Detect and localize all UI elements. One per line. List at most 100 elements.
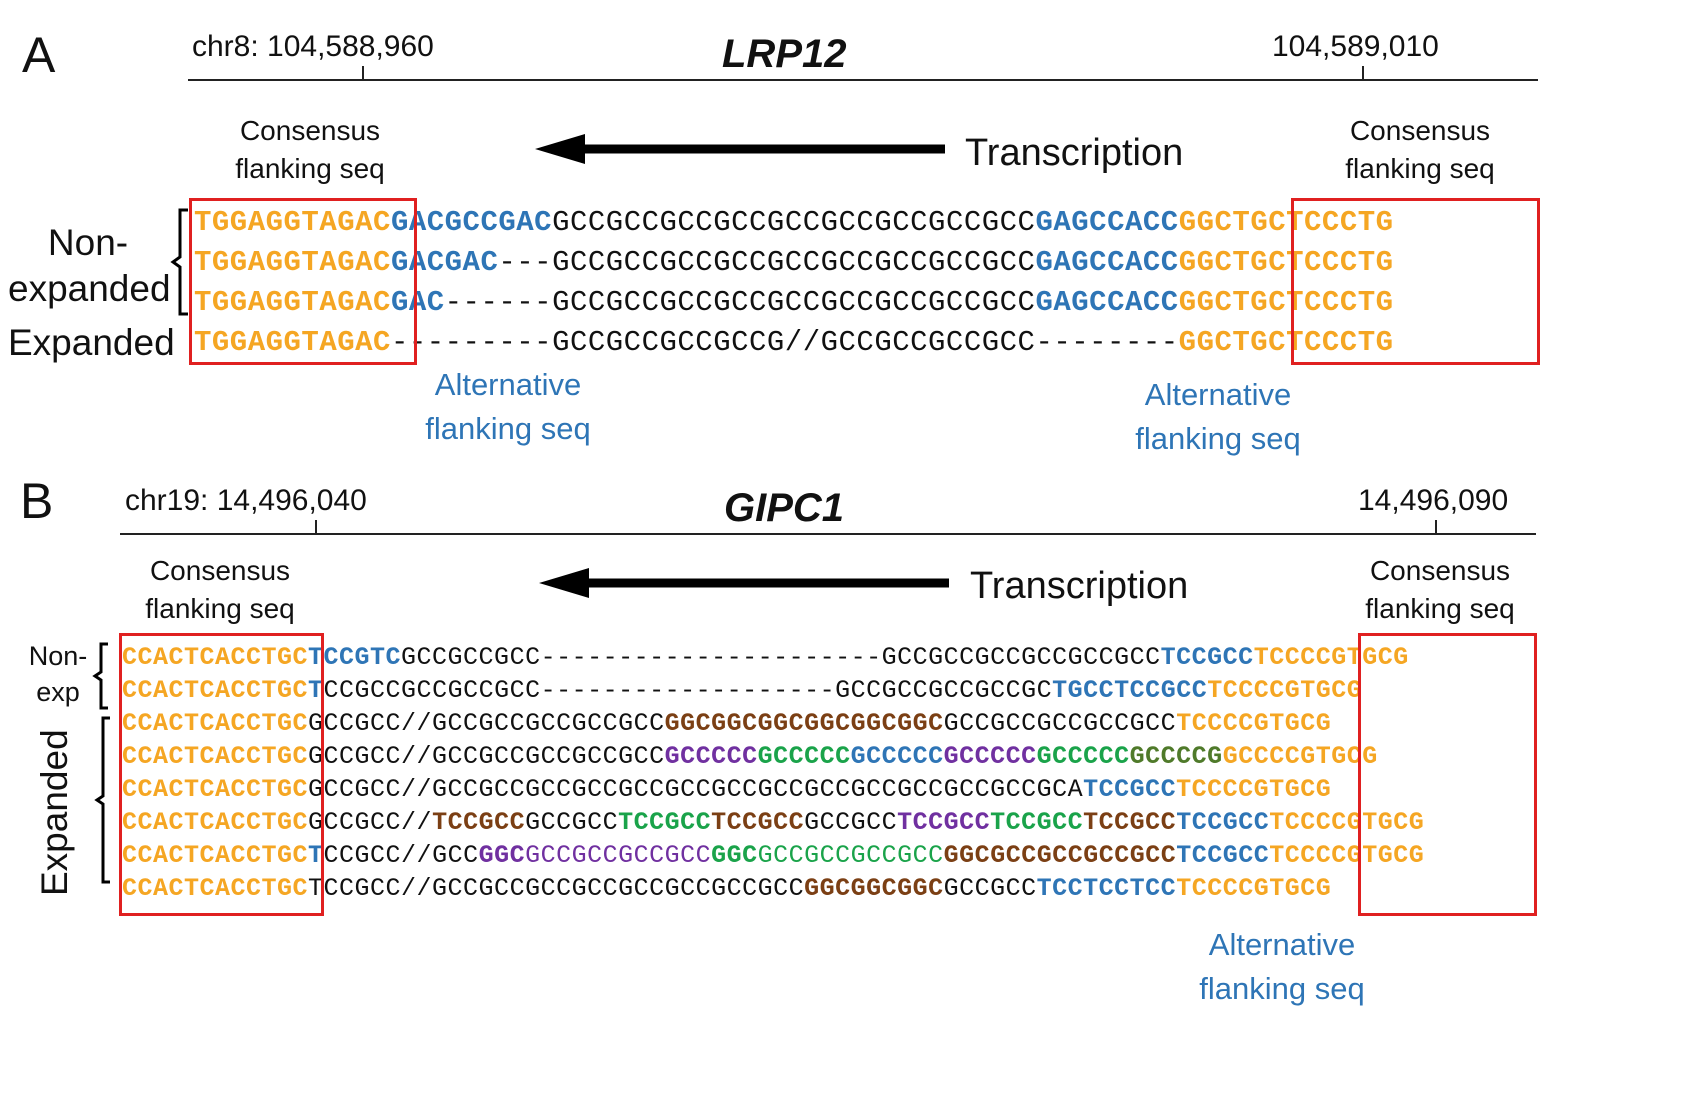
seq-segment: GCCGCC//GCCGCCGCCGCCGCC bbox=[308, 742, 665, 771]
panel-a-gene-title: LRP12 bbox=[722, 32, 847, 76]
panel-b-letter: B bbox=[20, 473, 54, 529]
seq-segment: GACGCCGAC bbox=[390, 206, 553, 239]
panel-b-expanded-label: Expanded bbox=[34, 729, 75, 896]
seq-segment: TCCCCGTGCG bbox=[1269, 841, 1425, 870]
panel-b-transcription-label: Transcription bbox=[970, 565, 1189, 607]
seq-segment: TCCCCGTGCG bbox=[1176, 874, 1332, 903]
seq-segment: GCCGCC bbox=[943, 874, 1037, 903]
seq-segment: CCACTCACCTGC bbox=[122, 841, 309, 870]
seq-segment: TCCCCGTGCG bbox=[1207, 676, 1363, 705]
seq-segment: TCCGCC bbox=[432, 808, 526, 837]
seq-segment: ---GCCGCCGCCGCCGCCGCCGCCGCCGCC bbox=[498, 246, 1036, 279]
panel-a-consensus-box-right bbox=[1291, 198, 1540, 365]
panel-b-seq-row-4: CCACTCACCTGCGCCGCC//GCCGCCGCCGCCGCCGCCCC… bbox=[122, 742, 1378, 771]
seq-segment: GGCTGCTCCCTG bbox=[1178, 326, 1394, 359]
seq-segment: GAGCCACC bbox=[1035, 246, 1179, 279]
panel-b-seq-row-8: CCACTCACCTGCTCCGCC//GCCGCCGCCGCCGCCGCCGC… bbox=[122, 874, 1331, 903]
seq-segment: GAGCCACC bbox=[1035, 206, 1179, 239]
seq-segment: CCGCC//GCC bbox=[323, 841, 479, 870]
panel-a-tick-left bbox=[362, 66, 364, 80]
seq-segment: TGGAGGTAGAC bbox=[194, 206, 391, 239]
seq-segment: TCCCCGTGCG bbox=[1176, 775, 1332, 804]
seq-segment: GCCCCC bbox=[664, 742, 758, 771]
seq-segment: GCCCCGTGCG bbox=[1222, 742, 1378, 771]
panel-b-gene-title: GIPC1 bbox=[724, 486, 845, 530]
seq-segment: GCCGCCGCCGCC bbox=[990, 841, 1177, 870]
seq-segment: TCCCCGTGCG bbox=[1253, 643, 1409, 672]
seq-segment: GCCGCC bbox=[525, 808, 619, 837]
seq-segment: GCCGCCGCCGCC bbox=[525, 841, 712, 870]
panel-a-coord-left: chr8: 104,588,960 bbox=[192, 30, 434, 63]
panel-b-tick-left bbox=[315, 520, 317, 534]
panel-b-nonexp-label: Non-exp bbox=[28, 641, 88, 707]
seq-segment: GCCGCCGCCGCC bbox=[757, 841, 944, 870]
seq-segment: CCACTCACCTGC bbox=[122, 709, 309, 738]
seq-segment: GGC bbox=[478, 841, 526, 870]
panel-a-seq-row-3: TGGAGGTAGACGAC------GCCGCCGCCGCCGCCGCCGC… bbox=[194, 286, 1394, 319]
panel-a-brace-icon bbox=[170, 208, 188, 316]
seq-segment: TCCGCC bbox=[618, 808, 712, 837]
seq-segment: GCCCCC bbox=[850, 742, 944, 771]
seq-segment: TCCCCGTGCG bbox=[1269, 808, 1425, 837]
panel-a-seq-row-1: TGGAGGTAGACGACGCCGACGCCGCCGCCGCCGCCGCCGC… bbox=[194, 206, 1394, 239]
seq-segment: TGCCTCCGCC bbox=[1052, 676, 1208, 705]
seq-segment: TCCGCC bbox=[990, 808, 1084, 837]
panel-b-axis bbox=[120, 533, 1536, 535]
seq-segment: GCCCCC bbox=[757, 742, 851, 771]
seq-segment: TCCGCC bbox=[1176, 808, 1270, 837]
seq-segment: TCCGCC bbox=[1083, 775, 1177, 804]
seq-segment: TCCCCGTGCG bbox=[1176, 709, 1332, 738]
seq-segment: GAGCCACC bbox=[1035, 286, 1179, 319]
panel-a-seq-row-2: TGGAGGTAGACGACGAC---GCCGCCGCCGCCGCCGCCGC… bbox=[194, 246, 1394, 279]
seq-segment: CCGCCGCCGCCGCC-------------------GCCGCCG… bbox=[323, 676, 1053, 705]
seq-segment: GCCCCC bbox=[943, 742, 1037, 771]
panel-b-consensus-box-right bbox=[1358, 633, 1537, 916]
seq-segment: TGGAGGTAGAC bbox=[194, 326, 391, 359]
panel-b-coord-left: chr19: 14,496,040 bbox=[125, 484, 367, 517]
panel-b-seq-row-7: CCACTCACCTGCTCCGCC//GCCGGCGCCGCCGCCGCCGG… bbox=[122, 841, 1424, 870]
seq-segment: TCCGCC bbox=[711, 808, 805, 837]
seq-segment: GCCGCCGCCGCCGCC bbox=[943, 709, 1177, 738]
panel-a-consensus-box-left bbox=[189, 198, 417, 365]
seq-segment: GGCTGCTCCCTG bbox=[1178, 246, 1394, 279]
panel-a-seq-row-4: TGGAGGTAGAC---------GCCGCCGCCGCCG//GCCGC… bbox=[194, 326, 1394, 359]
panel-b-consensus-box-left bbox=[119, 633, 324, 916]
panel-a-tick-right bbox=[1362, 66, 1364, 80]
seq-segment: CCACTCACCTGC bbox=[122, 874, 309, 903]
seq-segment: CCACTCACCTGC bbox=[122, 742, 309, 771]
seq-segment: TCCGCC bbox=[1176, 841, 1270, 870]
panel-b-tick-right bbox=[1435, 520, 1437, 534]
panel-b-coord-right: 14,496,090 bbox=[1358, 484, 1509, 517]
seq-segment: CCACTCACCTGC bbox=[122, 775, 309, 804]
seq-segment: GAC bbox=[390, 286, 445, 319]
seq-segment: GGCGGCGGC bbox=[804, 874, 944, 903]
seq-segment: GCCGCC//GCCGCCGCCGCCGCCGCCGCCGCCGCCGCCGC… bbox=[308, 775, 1084, 804]
seq-segment: GCCCCC bbox=[1036, 742, 1130, 771]
seq-segment: ---------GCCGCCGCCGCCG//GCCGCCGCCGCC----… bbox=[390, 326, 1179, 359]
panel-b-brace-nonexp-icon bbox=[92, 642, 108, 710]
panel-a-arrow-icon bbox=[535, 134, 945, 164]
seq-segment: GGC bbox=[711, 841, 758, 870]
seq-segment: CCACTCACCTGC bbox=[122, 676, 309, 705]
seq-segment: TCCGCC bbox=[897, 808, 991, 837]
panel-a-nonexpanded-label: Non-expanded bbox=[8, 222, 171, 309]
panel-a-coord-right: 104,589,010 bbox=[1272, 30, 1439, 63]
seq-segment: CCACTCACCTGC bbox=[122, 643, 309, 672]
seq-segment: ------GCCGCCGCCGCCGCCGCCGCCGCCGCC bbox=[444, 286, 1036, 319]
seq-segment: TGGAGGTAGAC bbox=[194, 246, 391, 279]
panel-b-seq-row-6: CCACTCACCTGCGCCGCC//TCCGCCGCCGCCTCCGCCTC… bbox=[122, 808, 1424, 837]
panel-a-letter: A bbox=[22, 27, 56, 83]
panel-b-seq-row-3: CCACTCACCTGCGCCGCC//GCCGCCGCCGCCGCCGGCGG… bbox=[122, 709, 1331, 738]
seq-segment: GCCGCC bbox=[804, 808, 898, 837]
seq-segment: GCCGCCGCCGCCGCCGCCGCCGCCGCC bbox=[552, 206, 1036, 239]
seq-segment: GGCGGCGGCGGCGGCGGC bbox=[664, 709, 944, 738]
seq-segment: TCCGCC bbox=[1083, 808, 1177, 837]
panel-b-arrow-icon bbox=[539, 568, 949, 598]
panel-a-transcription-label: Transcription bbox=[965, 132, 1184, 174]
